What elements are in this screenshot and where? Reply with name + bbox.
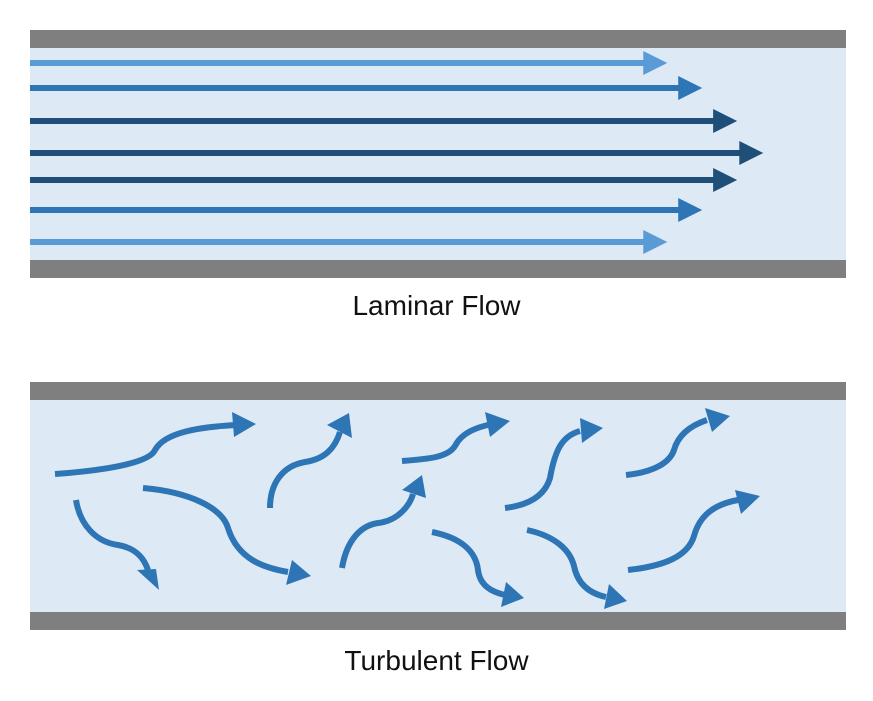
laminar-pipe xyxy=(30,30,846,278)
eddy-arrow xyxy=(267,413,352,509)
laminar-streamline xyxy=(30,141,764,165)
eddy-arrow xyxy=(401,412,510,464)
eddy-arrow xyxy=(339,475,426,569)
laminar-top-wall xyxy=(30,30,846,48)
turbulent-pipe xyxy=(30,382,846,630)
laminar-streamline xyxy=(30,51,668,75)
eddy-arrow xyxy=(142,485,311,585)
laminar-streamline xyxy=(30,230,668,254)
laminar-flow-label: Laminar Flow xyxy=(352,290,521,321)
turbulent-fluid xyxy=(30,399,846,613)
laminar-bottom-wall xyxy=(30,260,846,278)
eddy-arrow xyxy=(73,499,159,590)
turbulent-bottom-wall xyxy=(30,612,846,630)
laminar-streamline xyxy=(30,76,703,100)
turbulent-top-wall xyxy=(30,382,846,400)
turbulent-eddies xyxy=(54,408,760,609)
eddy-arrow xyxy=(504,418,603,511)
eddy-arrow xyxy=(526,527,627,609)
eddy-arrow xyxy=(431,529,524,607)
eddy-arrow xyxy=(54,412,256,477)
laminar-streamline xyxy=(30,198,703,222)
turbulent-flow-label: Turbulent Flow xyxy=(344,645,529,676)
eddy-arrow xyxy=(625,408,730,478)
laminar-streamline xyxy=(30,168,738,192)
eddy-arrow xyxy=(627,490,760,573)
laminar-streamline xyxy=(30,109,738,133)
laminar-streamlines xyxy=(30,51,764,254)
